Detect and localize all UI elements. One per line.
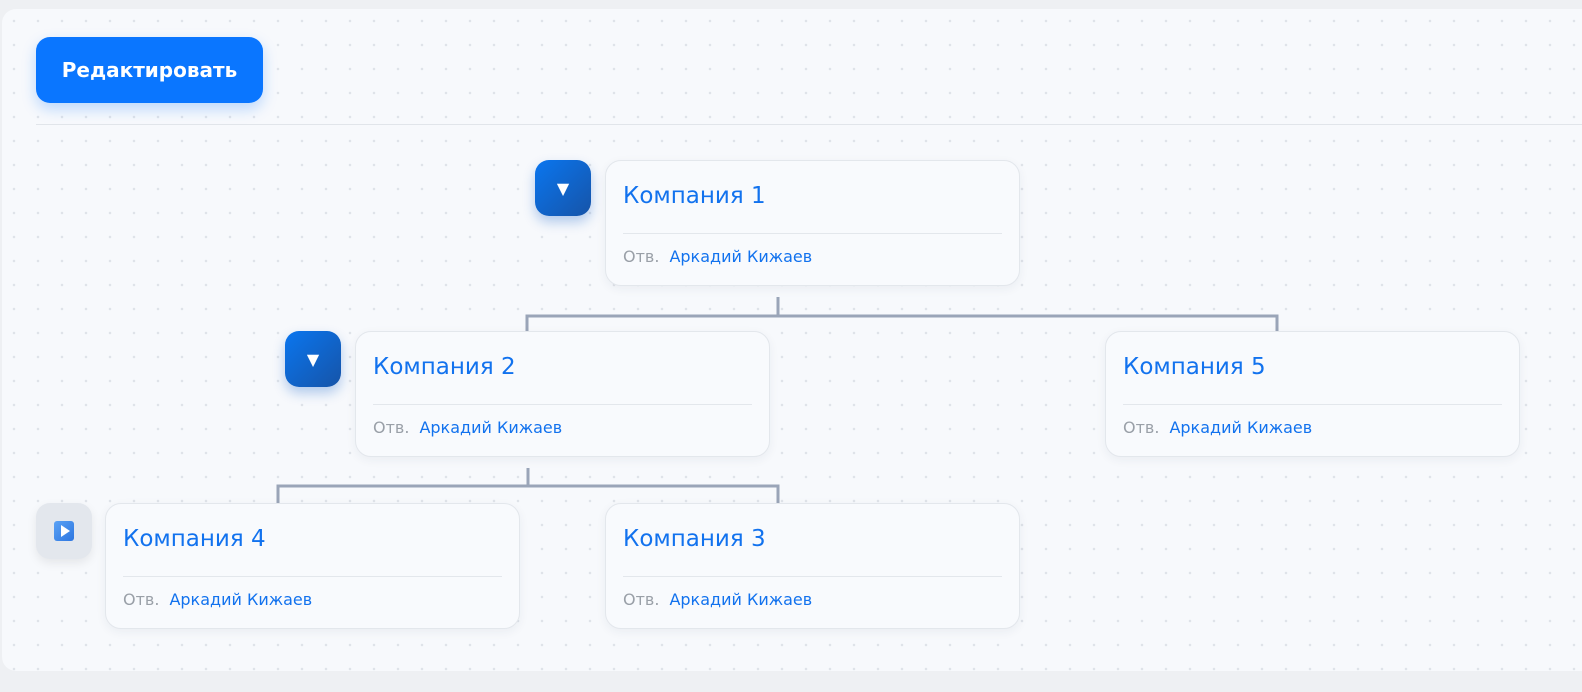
node-title: Компания 1 — [623, 183, 766, 209]
responsible-name[interactable]: Аркадий Кижаев — [669, 247, 813, 266]
responsible-name[interactable]: Аркадий Кижаев — [419, 418, 563, 437]
responsible-name[interactable]: Аркадий Кижаев — [669, 590, 813, 609]
node-separator — [373, 404, 752, 405]
node-separator — [1123, 404, 1502, 405]
node-title: Компания 3 — [623, 526, 766, 552]
connector-1 — [525, 297, 1279, 331]
collapse-toggle-node-1[interactable]: ▼ — [535, 160, 591, 216]
node-card[interactable]: Компания 3 Отв. Аркадий Кижаев — [605, 503, 1020, 629]
node-title: Компания 4 — [123, 526, 266, 552]
responsible-name[interactable]: Аркадий Кижаев — [1169, 418, 1313, 437]
node-title: Компания 2 — [373, 354, 516, 380]
node-card[interactable]: Компания 5 Отв. Аркадий Кижаев — [1105, 331, 1520, 457]
triangle-down-icon: ▼ — [556, 178, 570, 198]
node-title: Компания 5 — [1123, 354, 1266, 380]
node-card[interactable]: Компания 1 Отв. Аркадий Кижаев — [605, 160, 1020, 286]
responsible-label: Отв. — [373, 418, 410, 437]
responsible-label: Отв. — [1123, 418, 1160, 437]
responsible-label: Отв. — [123, 590, 160, 609]
divider — [36, 124, 1582, 125]
responsible-name[interactable]: Аркадий Кижаев — [169, 590, 313, 609]
node-card[interactable]: Компания 4 Отв. Аркадий Кижаев — [105, 503, 520, 629]
node-separator — [123, 576, 502, 577]
play-icon — [54, 521, 74, 541]
responsible-label: Отв. — [623, 247, 660, 266]
responsible-label: Отв. — [623, 590, 660, 609]
expand-toggle-node-4[interactable] — [36, 503, 92, 559]
triangle-down-icon: ▼ — [306, 349, 320, 369]
connector-2 — [276, 468, 780, 503]
node-card[interactable]: Компания 2 Отв. Аркадий Кижаев — [355, 331, 770, 457]
node-separator — [623, 233, 1002, 234]
node-separator — [623, 576, 1002, 577]
edit-button[interactable]: Редактировать — [36, 37, 263, 103]
collapse-toggle-node-2[interactable]: ▼ — [285, 331, 341, 387]
